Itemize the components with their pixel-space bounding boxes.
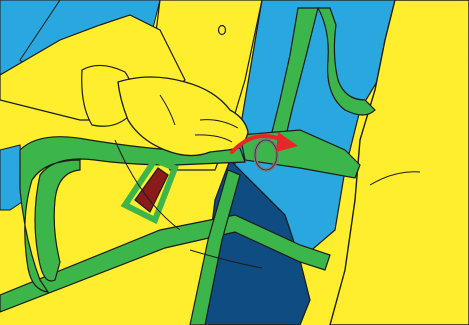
illustration-canvas [0, 0, 469, 325]
sling-adjustment-illustration [0, 0, 469, 325]
